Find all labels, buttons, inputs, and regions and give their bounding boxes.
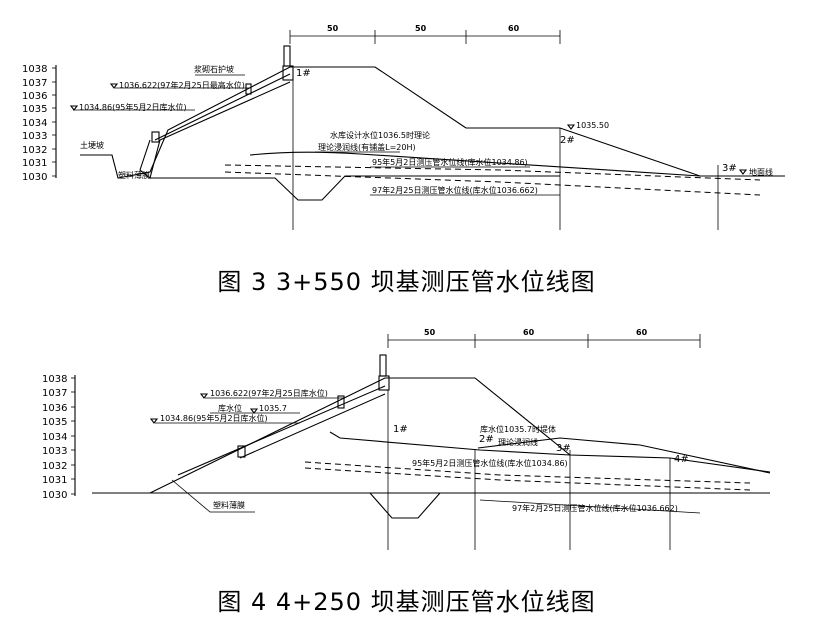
y-tick-marks (52, 67, 56, 177)
water-level-triangle (199, 393, 209, 399)
y-tick-label: 1034 (42, 432, 67, 443)
line97-label: 97年2月25日测压管水位线(库水位1036.662) (372, 185, 538, 195)
dimension-label: 50 (415, 24, 427, 33)
figure-3-drawing: 1038 1037 1036 1035 1034 1033 1032 1031 … (22, 24, 785, 230)
y-tick-label: 1032 (22, 145, 47, 156)
figure-4-drawing: 1038 1037 1036 1035 1034 1033 1032 1031 … (42, 328, 771, 550)
ground-triangle (738, 169, 748, 175)
water-level-triangle (69, 105, 79, 111)
slope-block (337, 395, 345, 409)
dam-profile (80, 66, 785, 179)
y-tick-label: 1036 (42, 403, 67, 414)
dimension-label: 60 (508, 24, 520, 33)
y-tick-label: 1035 (42, 417, 67, 428)
dimension-label: 60 (523, 328, 535, 337)
piezometer-1-pipe (379, 354, 387, 377)
y-tick-label: 1030 (22, 172, 47, 183)
riprap-band (177, 385, 386, 476)
figure-3: 1038 1037 1036 1035 1034 1033 1032 1031 … (0, 0, 813, 240)
dimension-line (387, 334, 701, 348)
slope-block (245, 83, 252, 95)
dimension-label: 50 (424, 328, 436, 337)
figure-3-caption: 图 3 3+550 坝基测压管水位线图 (217, 268, 596, 296)
y-tick-label: 1031 (42, 475, 67, 486)
figure-4-caption: 图 4 4+250 坝基测压管水位线图 (217, 588, 596, 616)
y-tick-label: 1037 (22, 78, 47, 89)
piezometer-1-label: 1# (296, 68, 311, 79)
slope-block (151, 131, 160, 143)
piezometer-4-label: 4# (674, 454, 689, 465)
piezometer-1-pipe (283, 45, 291, 67)
membrane-label: 塑料薄膜 (213, 500, 245, 510)
membrane-leader (171, 479, 255, 513)
y-tick-label: 1034 (22, 118, 47, 129)
water-level-triangle (149, 418, 159, 424)
line95-label: 95年5月2日测压管水位线(库水位1034.86) (412, 458, 568, 468)
seepage-label: 理论浸润线 (498, 437, 538, 447)
y-tick-marks (71, 377, 75, 495)
y-tick-label: 1030 (42, 490, 67, 501)
figure-4: 1038 1037 1036 1035 1034 1033 1032 1031 … (0, 320, 813, 560)
riprap-label: 浆砌石护坡 (194, 64, 234, 74)
line97-label: 97年2月25日测压管水位线(库水位1036.662) (512, 503, 678, 513)
y-tick-label: 1033 (42, 446, 67, 457)
y-tick-label: 1038 (42, 374, 67, 385)
line-95 (224, 164, 761, 181)
wl95-label: 1034.86(95年5月2日库水位) (79, 102, 187, 112)
design-wl-label: 库水位1035.7时堤体 (480, 424, 556, 434)
foundation-trench (369, 492, 441, 519)
ground-label: 地面线 (749, 167, 773, 177)
y-tick-label: 1031 (22, 158, 47, 169)
riprap-band (154, 73, 291, 141)
line-95 (304, 461, 751, 484)
wl-now-label: 库水位 (218, 403, 242, 413)
y-tick-label: 1032 (42, 461, 67, 472)
piezometer-2-label: 2# (560, 135, 575, 146)
piezometer-1-label: 1# (393, 424, 408, 435)
wl97-label: 1036.622(97年2月25日最高水位) (119, 80, 245, 90)
y-tick-label: 1035 (22, 104, 47, 115)
wl97-label: 1036.622(97年2月25日库水位) (210, 388, 328, 398)
level-2-label: 1035.50 (576, 121, 609, 130)
wl95-label: 1034.86(95年5月2日库水位) (160, 413, 268, 423)
theoretical-seepage-line (249, 151, 701, 177)
water-level-triangle (566, 124, 576, 130)
seepage-label: 理论浸润线(有铺盖L=20H) (318, 142, 416, 152)
upstream-pit (139, 139, 161, 179)
line97-leader (479, 499, 701, 514)
line-97 (224, 171, 761, 196)
foundation-line (150, 175, 560, 201)
dimension-label: 60 (636, 328, 648, 337)
membrane-label: 塑料薄膜 (118, 170, 150, 180)
y-tick-label: 1036 (22, 91, 47, 102)
water-level-triangle (109, 83, 119, 89)
y-tick-label: 1033 (22, 131, 47, 142)
dimension-label: 50 (327, 24, 339, 33)
theoretical-seepage-line (477, 437, 771, 474)
y-tick-label: 1037 (42, 388, 67, 399)
line95-label: 95年5月2日测压管水位线(库水位1034.86) (372, 157, 528, 167)
earth-slope-label: 土埂坡 (80, 140, 104, 150)
wl-now-value: 1035.7 (259, 404, 287, 413)
y-tick-label: 1038 (22, 64, 47, 75)
slope-block (237, 445, 246, 458)
dam-profile (149, 377, 771, 494)
design-wl-label: 水库设计水位1036.5时理论 (330, 130, 430, 140)
piezometer-3-label: 3# (722, 163, 737, 174)
water-level-triangle (249, 408, 259, 414)
line-97 (304, 467, 751, 491)
piezometer-2-label: 2# (479, 434, 494, 445)
downstream-berm (329, 431, 571, 456)
dimension-line (289, 30, 561, 44)
piezometer-3-label: 3# (556, 443, 571, 454)
